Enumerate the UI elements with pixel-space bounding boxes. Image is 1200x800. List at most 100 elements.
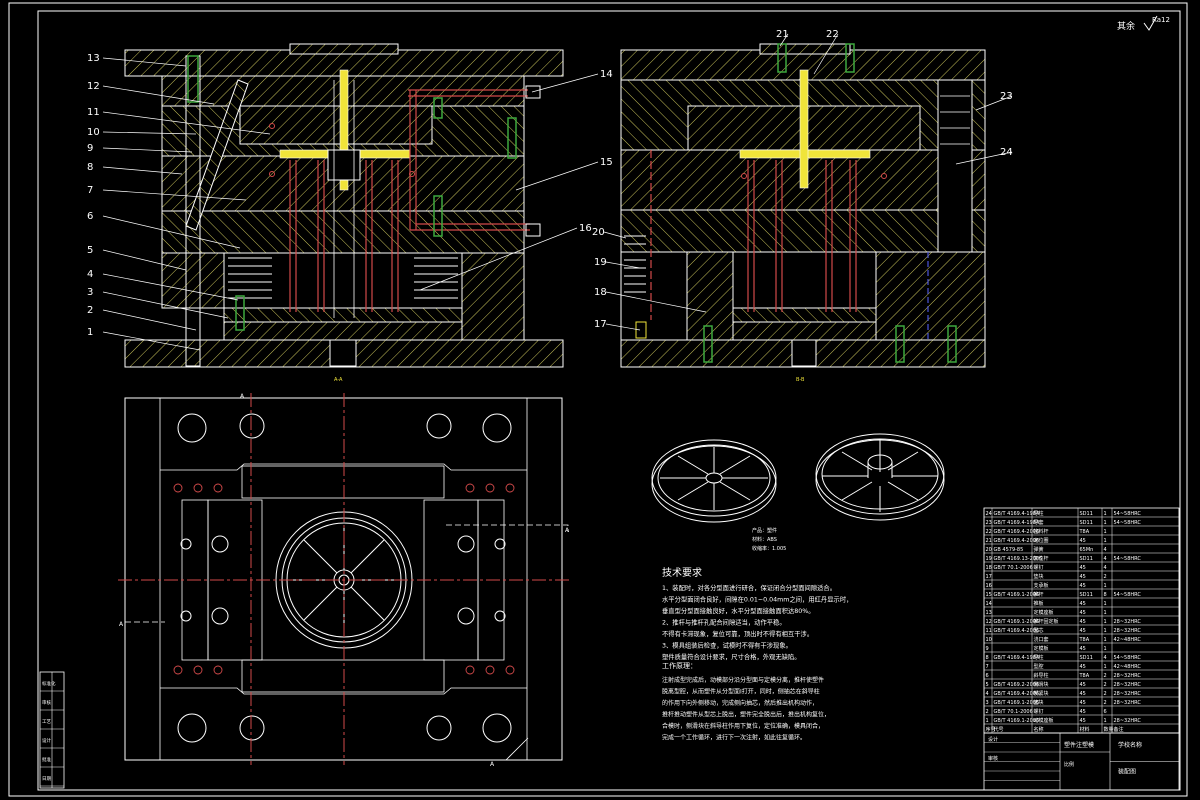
bom-cell: GB/T 4169.4-1984 [994,655,1040,661]
bom-cell: 8 [1104,592,1107,598]
bom-cell: 2 [1104,673,1107,679]
bom-cell: 2 [1104,574,1107,580]
bom-cell: 45 [1080,574,1086,580]
section-view-left [124,43,564,368]
callout-label: 5 [87,245,93,256]
callout-label: 15 [600,157,613,168]
strip-label: 标准化 [42,680,56,687]
bom-cell: 15 [986,592,992,598]
callout-12: 12 [87,81,215,105]
bom-cell: 10 [986,637,992,643]
bom-cell: 45 [1080,538,1086,544]
bom-cell: 65Mn [1080,547,1094,553]
bom-cell: 推杆 [1034,591,1044,598]
callout-1: 1 [87,327,201,351]
bom-cell: 16 [986,583,992,589]
callout-label: 9 [87,143,93,154]
bom-cell: 型芯 [1034,627,1044,634]
callout-label: 3 [87,287,93,298]
bom-cell: 1 [1104,718,1107,724]
bom-cell: 导柱 [1034,654,1044,661]
callout-label: 7 [87,185,93,196]
bom-cell: 拉料杆 [1034,528,1049,535]
bom-cell: GB/T 70.1-2006 [994,565,1033,571]
bom-cell: 6 [1104,709,1107,715]
bom-cell: 1 [1104,646,1107,652]
callout-18: 18 [594,287,707,313]
bom-cell: GB/T 4169.4-2006 [994,628,1040,634]
bom-cell: 支承板 [1034,582,1049,589]
strip-label: 日期 [42,776,51,782]
bom-cell: 1 [1104,520,1107,526]
bom-cell: 54~58HRC [1114,556,1142,562]
spring-left [228,257,458,299]
bom-cell: 11 [986,628,992,634]
tech-line: 2、推杆与推杆孔配合间隙适当，动作平稳。 [662,618,786,627]
view-marker-a2: A [565,527,570,534]
bom-cell: 动模座板 [1034,717,1054,724]
bom-cell: 1 [1104,601,1107,607]
bom-cell: GB 4579-85 [994,547,1024,553]
view-marker-a1: A [240,393,245,400]
product-isometric-views [651,433,945,523]
callout-label: 23 [1000,91,1013,102]
callout-label: 24 [1000,147,1013,158]
bom-cell: 42~48HRC [1114,664,1142,670]
work-line: 的作用下向外侧移动，完成侧向抽芯，然后推出机构动作， [662,699,818,707]
callout-19: 19 [594,257,641,269]
bom-cell: 45 [1080,664,1086,670]
bom-cell: 1 [1104,529,1107,535]
bom-cell: 28~32HRC [1114,673,1142,679]
bom-cell: 3 [986,700,989,706]
title-block-school: 学校名称 [1118,741,1142,749]
callout-label: 2 [87,305,93,316]
tech-line: 塑件质量符合设计要求，尺寸合格，外观无缺陷。 [662,652,801,661]
bom-cell: 45 [1080,565,1086,571]
bom-cell: 20 [986,547,992,553]
bom-cell: 9 [986,646,989,652]
callout-label: 18 [594,287,607,298]
view-marker-a3: A [119,621,124,628]
bom-cell: 18 [986,565,992,571]
callout-label: 1 [87,327,93,338]
bom-cell: 45 [1080,610,1086,616]
bom-cell: 导柱 [1034,510,1044,517]
callout-15: 15 [515,157,613,191]
bom-cell: 1 [1104,538,1107,544]
callout-6: 6 [87,211,241,249]
bom-header-cell: 代号 [994,726,1004,733]
bom-cell: 42~48HRC [1114,637,1142,643]
bom-cell: GB/T 4169.4-2006 [994,529,1040,535]
bom-cell: 7 [986,664,989,670]
tech-line: 3、模具组装后检查，试模时不得有干涉现象。 [662,641,792,650]
callout-label: 11 [87,107,100,118]
title-block-checker-label: 审核 [988,755,998,762]
bom-cell: 5 [986,682,989,688]
bom-cell: T8A [1079,529,1090,535]
bom-cell: 1 [1104,583,1107,589]
bom-cell: 1 [1104,511,1107,517]
bom-cell: GB/T 4169.2-2006 [994,682,1040,688]
bom-cell: 12 [986,619,992,625]
callout-label: 6 [87,211,93,222]
bom-cell: 型腔 [1034,663,1044,670]
bom-cell: T8A [1079,673,1090,679]
callout-23: 23 [975,91,1013,111]
bom-cell: GB/T 70.1-2006 [994,709,1033,715]
callout-2: 2 [87,305,197,331]
callout-4: 4 [87,269,239,301]
bom-cell: GB/T 4169.1-2006 [994,718,1040,724]
bom-cell: 2 [986,709,989,715]
bom-cell: 54~58HRC [1114,592,1142,598]
work-line: 合模时，侧滑块在斜导柱作用下复位，定位准确，模具闭合， [662,722,824,730]
callout-label: 17 [594,319,607,330]
callout-label: 19 [594,257,607,268]
roughness-note: 其余 [1117,20,1135,32]
section-label-right: B-B [796,377,805,383]
callout-5: 5 [87,245,187,271]
callout-11: 11 [87,107,271,135]
bom-cell: 45 [1080,700,1086,706]
title-block-scale-label: 比例 [1064,761,1074,768]
